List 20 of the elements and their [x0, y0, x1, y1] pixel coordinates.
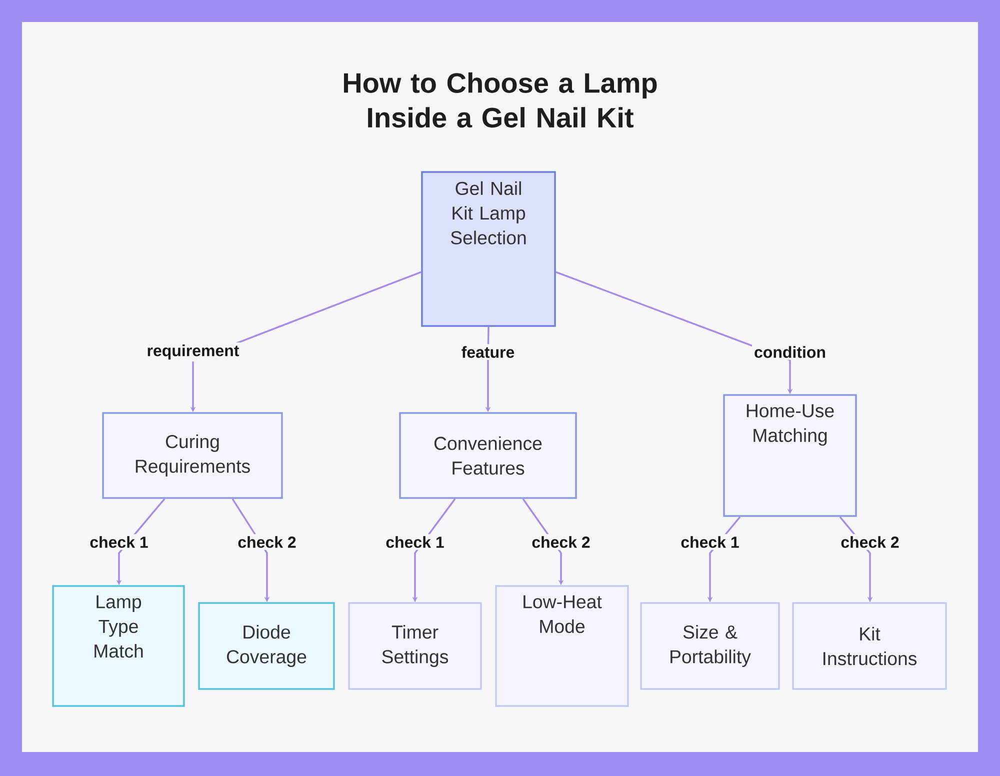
category-box: Convenience Features — [399, 412, 577, 499]
criterion-box: Size & Portability — [640, 602, 780, 690]
edge-label: feature — [459, 344, 517, 360]
category-box: Home-Use Matching — [723, 394, 857, 517]
edge-label: check 1 — [678, 534, 742, 550]
edge-label: check 2 — [838, 534, 902, 550]
title: How to Choose a Lamp Inside a Gel Nail Kit — [344, 72, 657, 128]
edge-label: check 1 — [384, 534, 446, 550]
criterion-box: Timer Settings — [348, 602, 482, 690]
edge-label: condition — [752, 344, 828, 360]
root-box: Gel Nail Kit Lamp Selection — [421, 171, 556, 327]
criterion-box: Kit Instructions — [792, 602, 947, 690]
category-box: Curing Requirements — [102, 412, 283, 499]
edge-label: requirement — [144, 342, 242, 362]
edge-label: check 2 — [530, 534, 592, 550]
edge-label: check 1 — [88, 534, 150, 550]
criterion-box: Lamp Type Match — [52, 585, 185, 707]
criterion-box: Diode Coverage — [198, 602, 335, 690]
edge-label: check 2 — [236, 534, 298, 550]
criterion-box: Low-Heat Mode — [495, 585, 629, 707]
